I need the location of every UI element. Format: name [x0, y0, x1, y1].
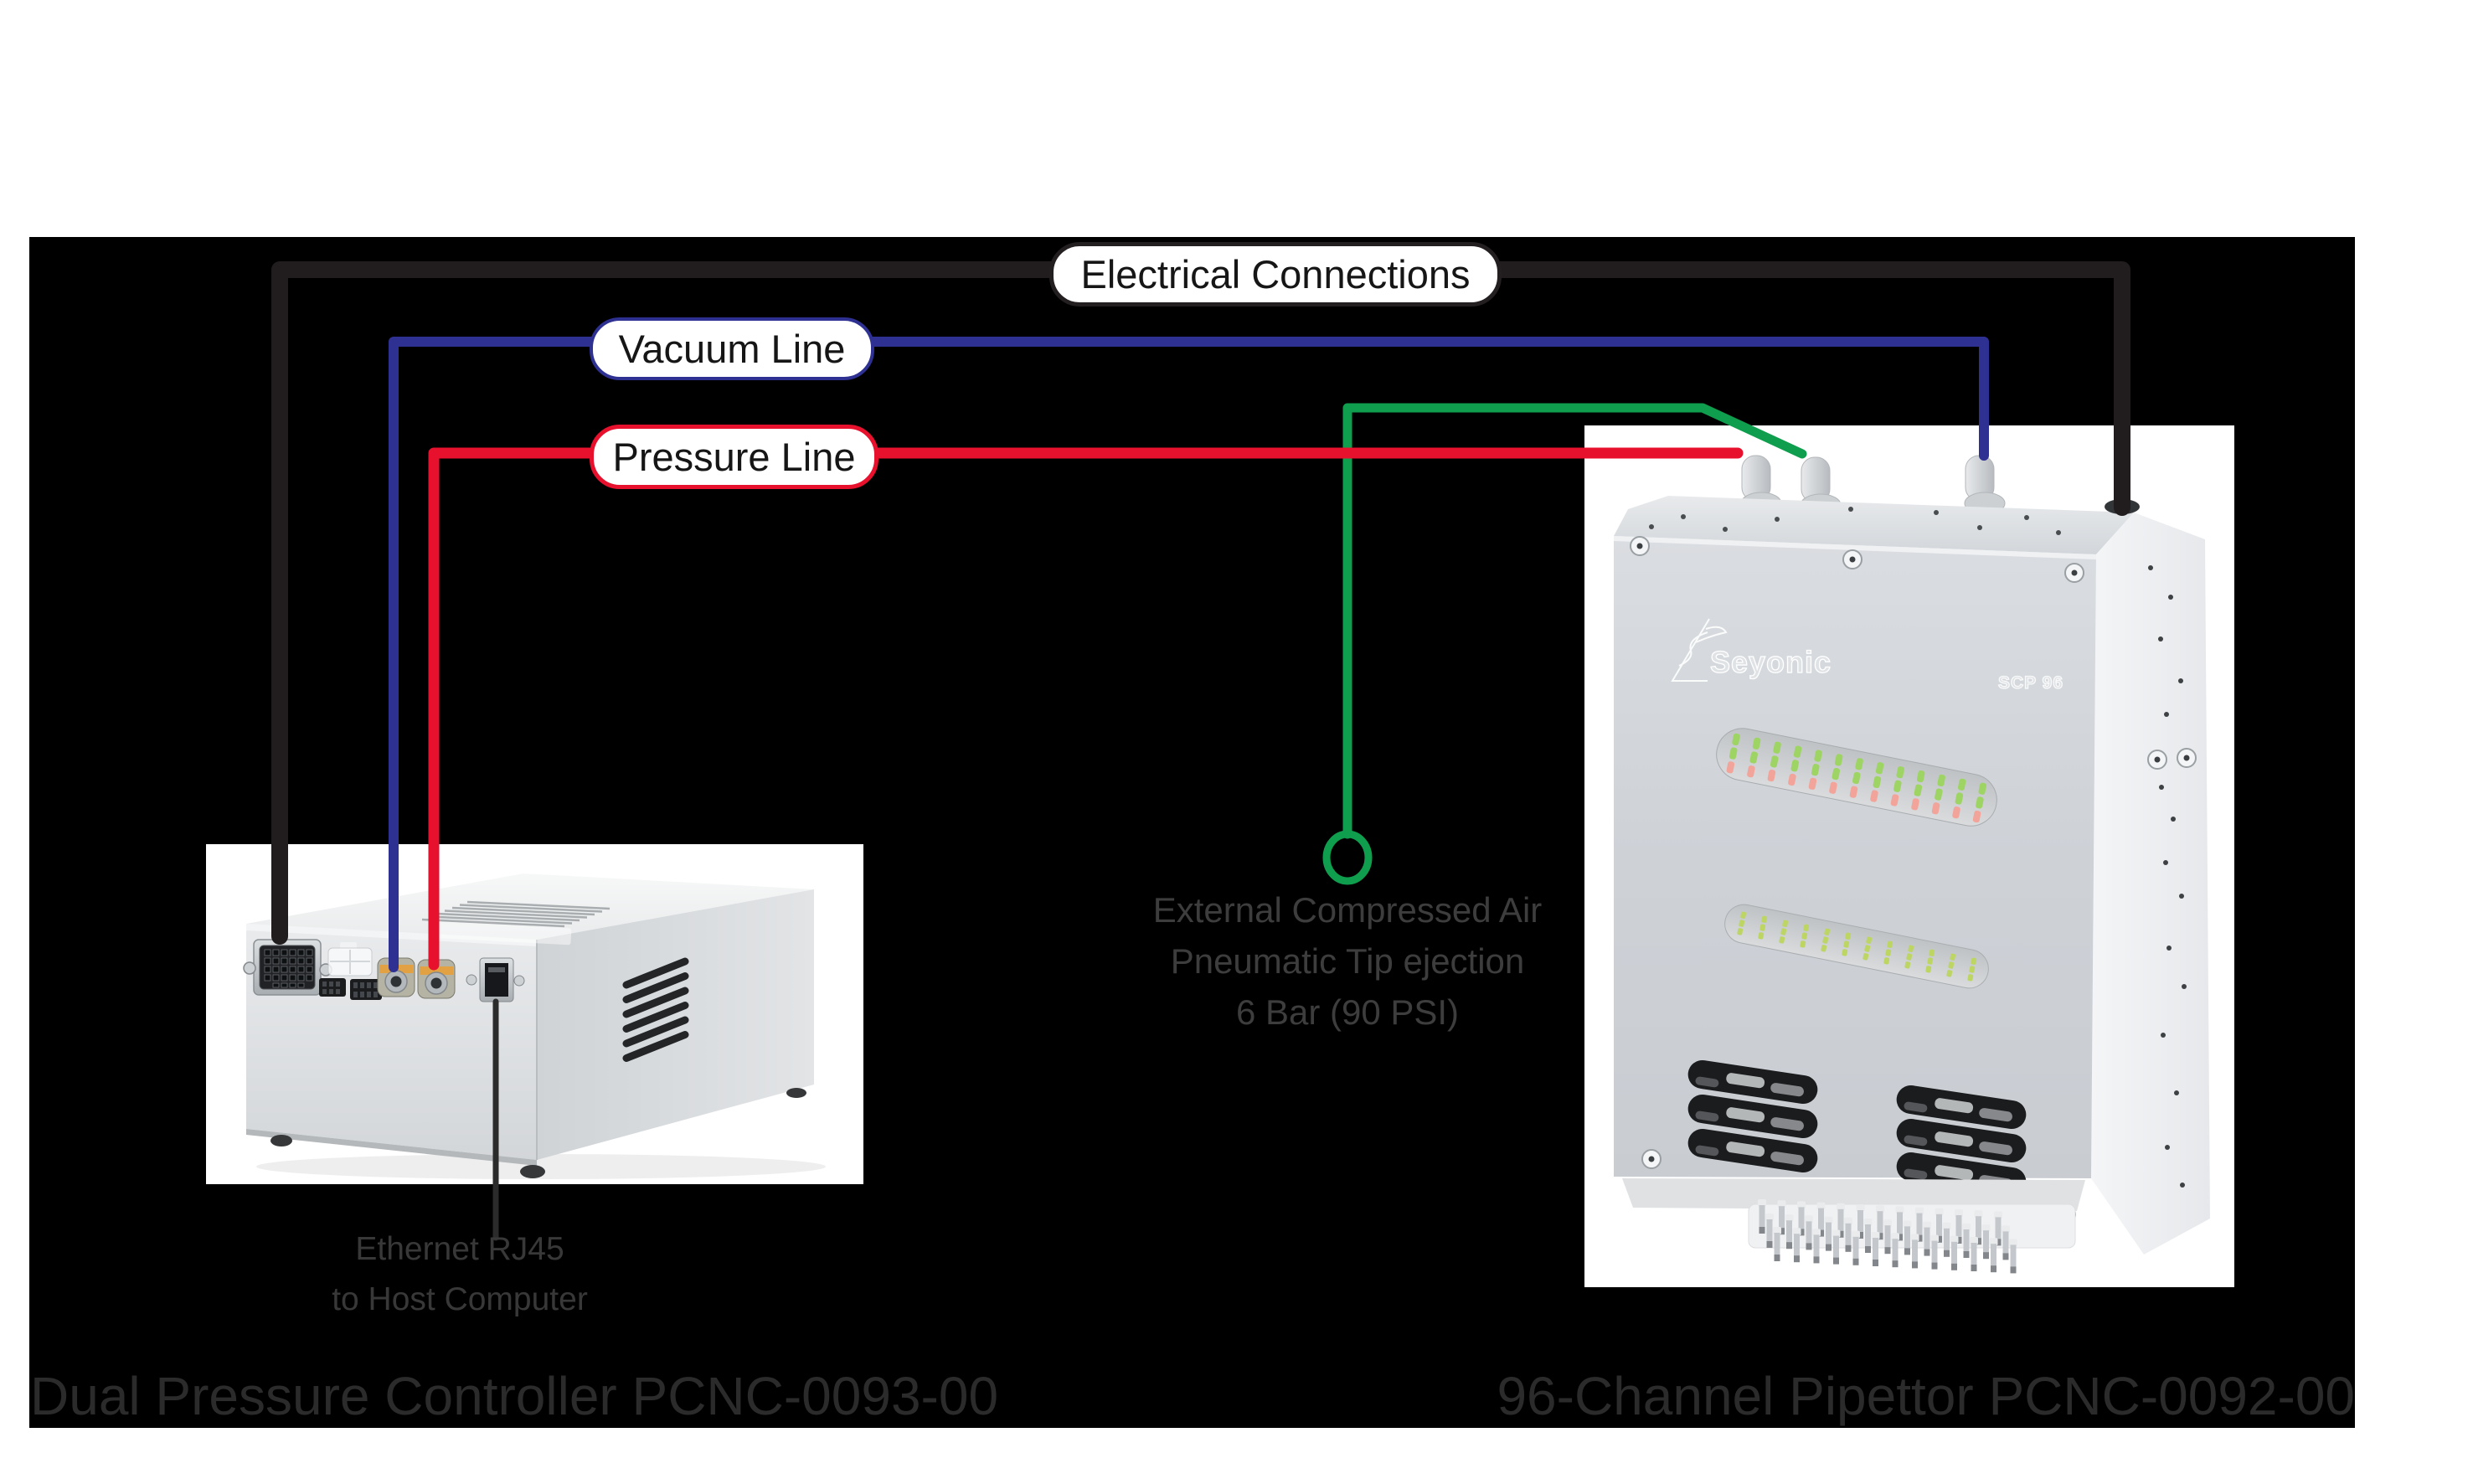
- controller-shadow: [256, 1154, 826, 1179]
- annotation-compressed-air: External Compressed Air Pneumatic Tip ej…: [1071, 884, 1624, 1038]
- power-io-connector: [243, 939, 332, 996]
- caption-pipettor: 96-Channel Pipettor PCNC-0092-00: [1497, 1366, 2355, 1426]
- label-pressure-text: Pressure Line: [612, 435, 856, 479]
- screw: [1630, 536, 1650, 556]
- annotation-ethernet: Ethernet RJ45 to Host Computer: [276, 1224, 644, 1325]
- vacuum-port-fitting: [377, 957, 415, 997]
- annotation-air-line1: External Compressed Air: [1152, 890, 1543, 930]
- screw: [1641, 1149, 1662, 1169]
- annotation-air-line3: 6 Bar (90 PSI): [1235, 992, 1460, 1032]
- pipettor-illustration: [1614, 455, 2210, 1287]
- pipettor-vents-left: [1686, 1058, 1820, 1175]
- controller-illustration: [243, 873, 826, 1179]
- label-vacuum-text: Vacuum Line: [618, 327, 846, 371]
- annotation-ethernet-line2: to Host Computer: [332, 1281, 588, 1317]
- digital-io-connectors: [319, 978, 382, 1000]
- label-pressure-line: Pressure Line: [590, 425, 878, 489]
- seyonic-logo-text: Seyonic: [1709, 644, 1832, 679]
- screw: [1842, 549, 1862, 569]
- pipettor-side-dots: [2147, 565, 2197, 1188]
- pressure-port-fitting: [417, 959, 456, 999]
- pipettor-base-band: [1622, 1178, 2085, 1211]
- label-vacuum-line: Vacuum Line: [590, 317, 874, 380]
- label-electrical-text: Electrical Connections: [1080, 252, 1471, 296]
- controller-feet: [270, 1088, 806, 1178]
- controller-side-vents: [622, 957, 689, 1062]
- annotation-air-line2: Pneumatic Tip ejection: [1170, 941, 1525, 981]
- pipettor-model-text: SCP 96: [1997, 672, 2063, 693]
- pipettor-side-face: [2091, 513, 2210, 1255]
- cable-entry-hole: [2105, 499, 2140, 514]
- caption-controller: Dual Pressure Controller PCNC-0093-00: [30, 1366, 999, 1426]
- annotation-ethernet-line1: Ethernet RJ45: [355, 1231, 564, 1267]
- controller-bottom-edge: [246, 1129, 537, 1166]
- label-electrical-connections: Electrical Connections: [1049, 242, 1502, 307]
- screw: [2064, 563, 2084, 583]
